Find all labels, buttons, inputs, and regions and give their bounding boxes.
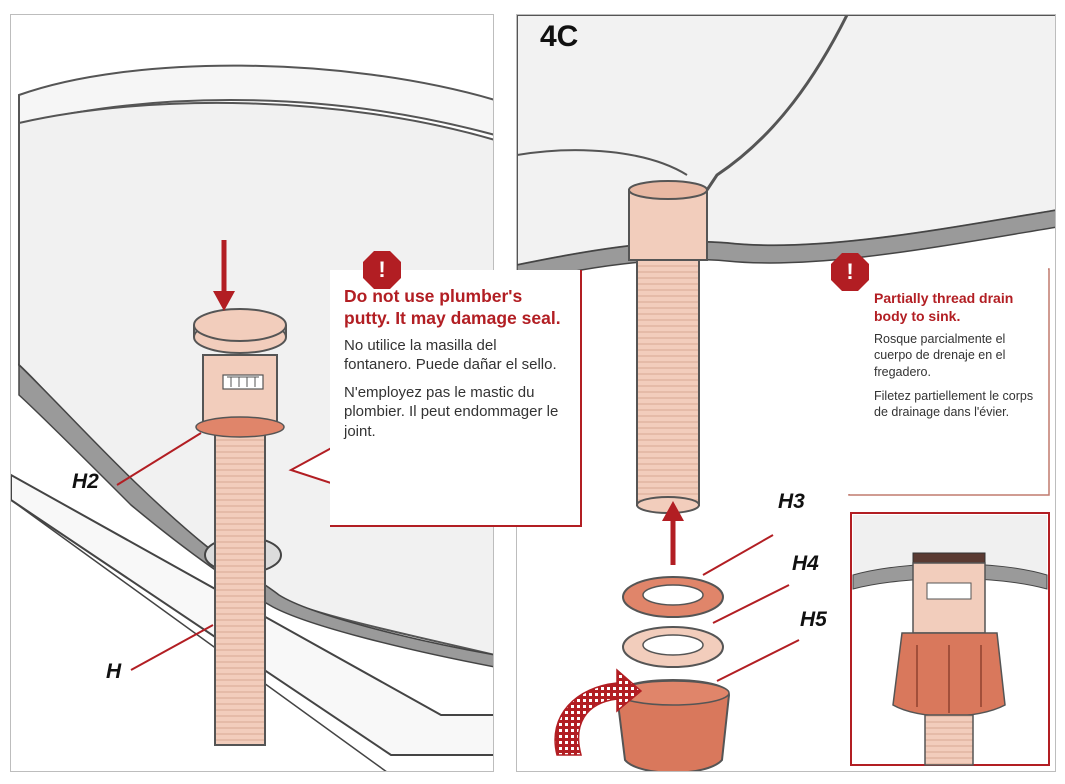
drain-body-tailpiece <box>214 424 266 746</box>
leader-h3 <box>702 534 774 576</box>
warning-icon: ! <box>362 250 402 290</box>
leader-h5 <box>716 639 800 682</box>
insert-arrow-head <box>213 291 235 311</box>
sink-basin-outline <box>18 64 493 136</box>
part-label-h: H <box>106 660 122 683</box>
warning-text-spanish: No utilice la masilla del fontanero. Pue… <box>344 336 557 374</box>
warning-icon-glyph: ! <box>378 257 386 282</box>
left-panel-illustration <box>11 64 493 771</box>
leader-h4 <box>712 584 790 624</box>
instruction-heading-english: Partially thread drain body to sink. <box>874 290 1014 324</box>
right-panel-illustration <box>517 15 1055 771</box>
left-warning-callout: Do not use plumber's putty. It may damag… <box>330 270 580 525</box>
gasket-h2 <box>195 416 285 438</box>
drain-flange <box>202 354 278 426</box>
part-label-h4: H4 <box>792 552 819 575</box>
instruction-text-spanish: Rosque parcialmente el cuerpo de drenaje… <box>874 332 1006 379</box>
step-label: 4C <box>540 20 579 53</box>
part-label-h2: H2 <box>72 470 99 493</box>
warning-icon-right-glyph: ! <box>846 259 854 284</box>
leader-h2 <box>116 432 202 486</box>
instruction-text-french: Filetez partiellement le corps de draina… <box>874 388 1034 419</box>
right-panel-drain-threading <box>516 14 1056 772</box>
part-label-h5: H5 <box>800 608 827 631</box>
part-label-h3: H3 <box>778 490 805 513</box>
drain-body <box>636 254 700 506</box>
warning-heading-english: Do not use plumber's putty. It may damag… <box>344 286 561 328</box>
thread-arrow-head <box>662 501 684 521</box>
leader-h <box>130 624 214 671</box>
sink-rim <box>18 363 493 668</box>
popup-cap <box>193 308 287 342</box>
rotation-arrow <box>554 668 643 756</box>
right-warning-callout: Partially thread drain body to sink. Ros… <box>848 268 1048 494</box>
warning-text-french: N'employez pas le mastic du plombier. Il… <box>344 383 559 440</box>
warning-icon-right: ! <box>830 252 870 292</box>
